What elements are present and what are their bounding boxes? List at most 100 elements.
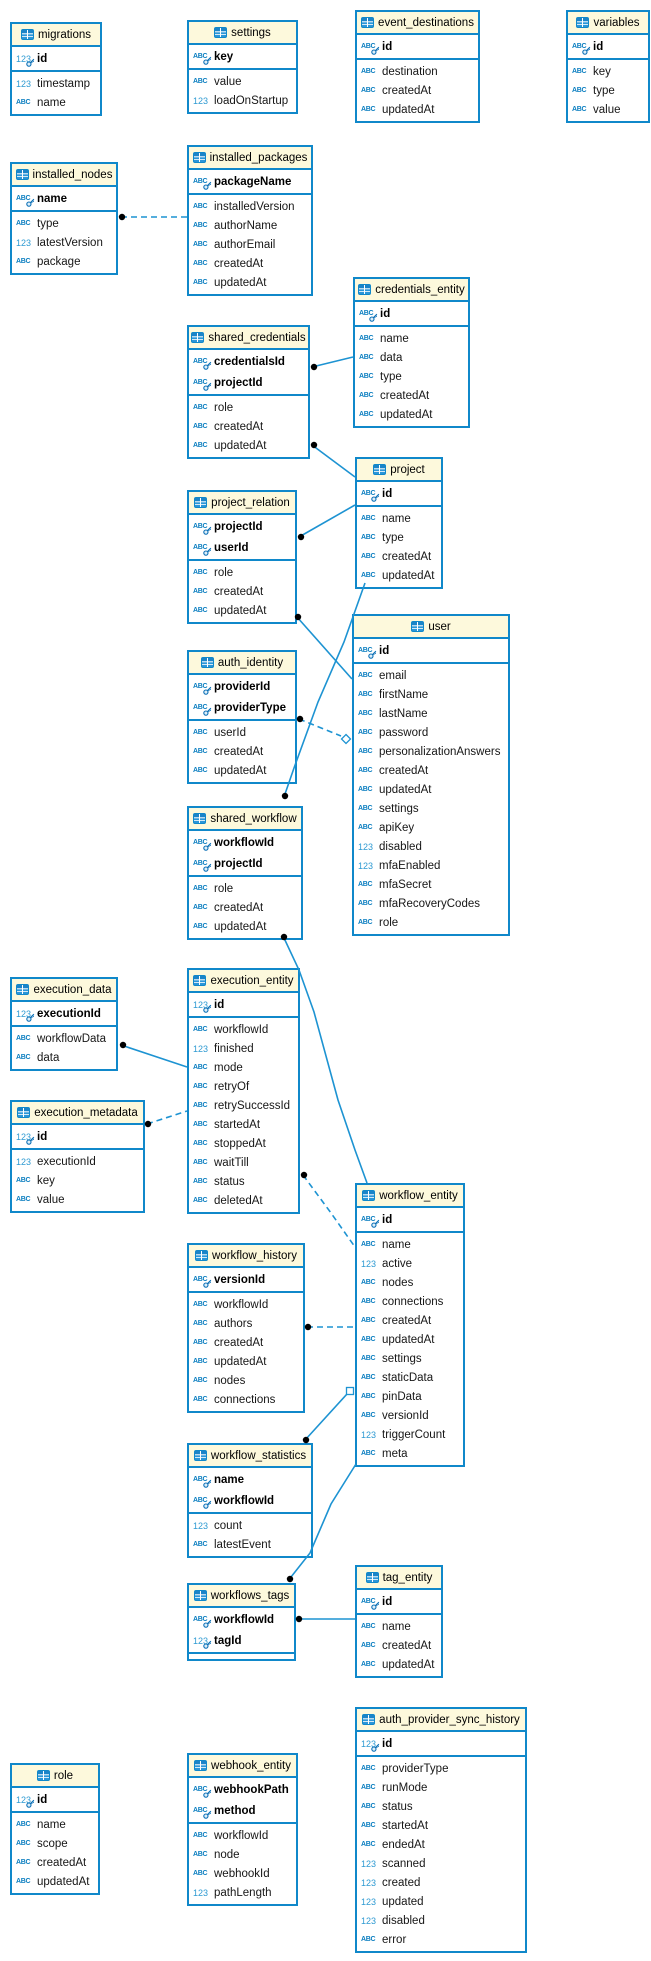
- table-header[interactable]: variables: [568, 12, 648, 35]
- relationship-project-shared_workflow[interactable]: [284, 582, 366, 795]
- table-header[interactable]: webhook_entity: [189, 1755, 296, 1778]
- table-header[interactable]: shared_credentials: [189, 327, 308, 350]
- table-header[interactable]: workflows_tags: [189, 1585, 294, 1608]
- relationship-shared_credentials-project[interactable]: [311, 444, 356, 478]
- table-header[interactable]: tag_entity: [357, 1567, 441, 1590]
- table-header[interactable]: execution_entity: [189, 970, 298, 993]
- relationship-workflow_statistics-workflow_entity[interactable]: [305, 1393, 348, 1440]
- table-header[interactable]: auth_provider_sync_history: [357, 1709, 525, 1732]
- table-header[interactable]: user: [354, 616, 508, 639]
- relationship-execution_entity-workflow_entity[interactable]: [302, 1174, 356, 1248]
- table-header[interactable]: auth_identity: [189, 652, 295, 675]
- relationship-shared_credentials-credentials_entity[interactable]: [311, 356, 354, 368]
- relationship-project_relation-user[interactable]: [296, 616, 353, 680]
- relationship-auth_identity-user[interactable]: [298, 718, 342, 737]
- table-header[interactable]: workflow_history: [189, 1245, 303, 1268]
- table-header[interactable]: installed_packages: [189, 147, 311, 170]
